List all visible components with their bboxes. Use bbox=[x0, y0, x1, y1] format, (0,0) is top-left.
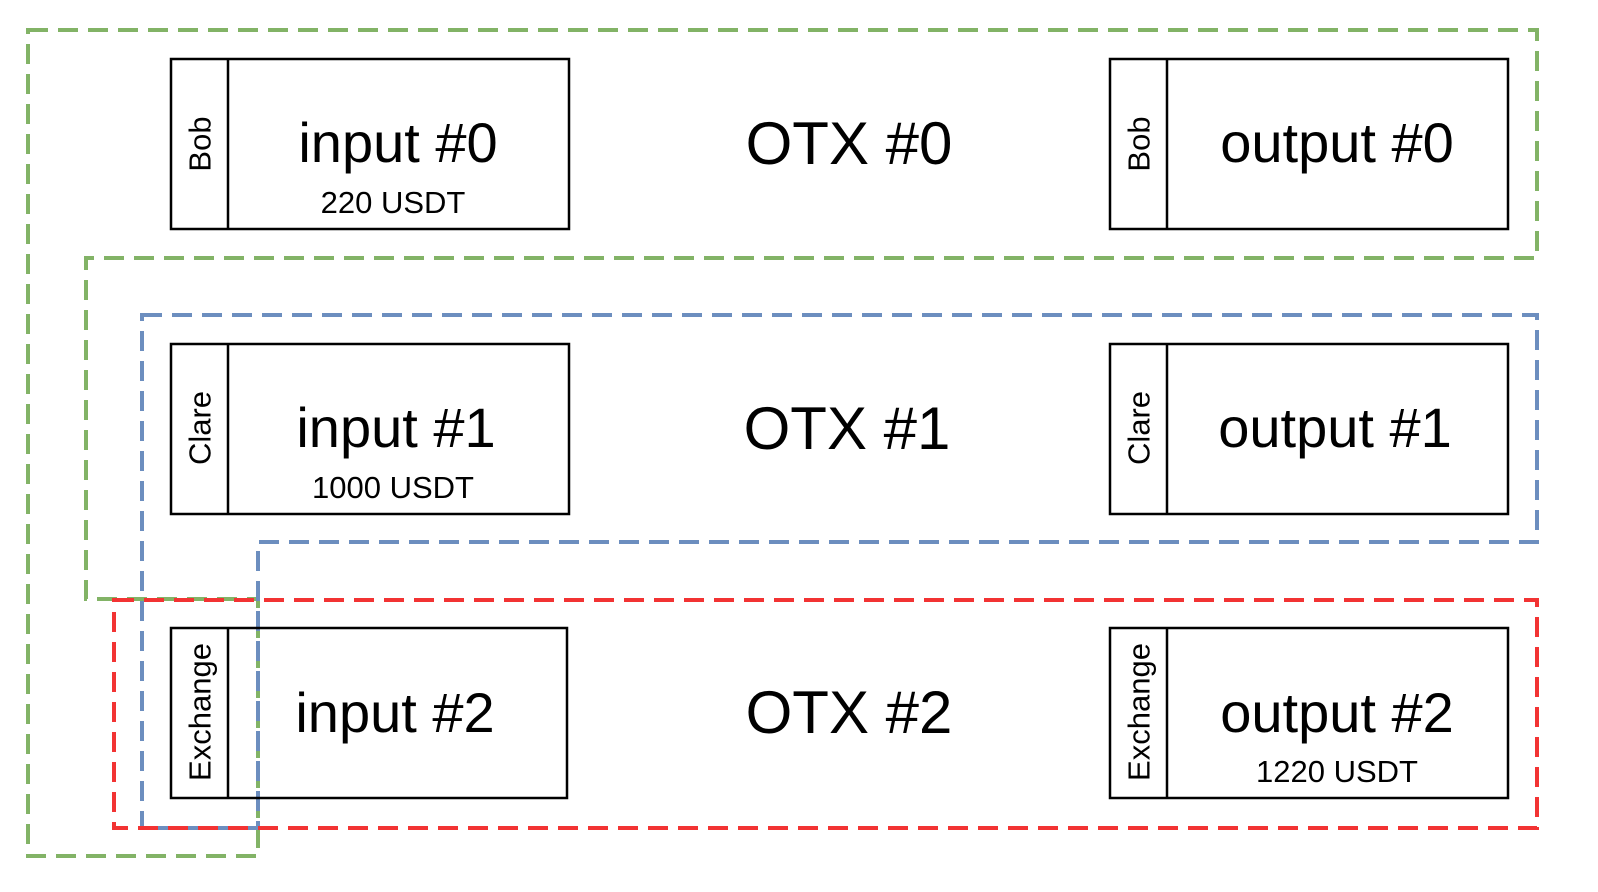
input-label: input #0 bbox=[298, 111, 497, 174]
output-owner-label: Clare bbox=[1122, 391, 1157, 465]
input-owner-label: Bob bbox=[183, 116, 218, 171]
output-owner-label: Bob bbox=[1122, 116, 1157, 171]
input-owner-label: Clare bbox=[183, 391, 218, 465]
otx-row-1: Clare input #1 1000 USDT OTX #1 Clare ou… bbox=[169, 342, 1510, 516]
otx-row-2: Exchange input #2 OTX #2 Exchange output… bbox=[169, 626, 1510, 800]
otx-row-0: Bob input #0 220 USDT OTX #0 Bob output … bbox=[169, 57, 1510, 231]
red-group-outline bbox=[112, 598, 1539, 830]
blue-group-outline bbox=[140, 313, 1539, 830]
input-box-2: Exchange input #2 bbox=[169, 626, 569, 800]
output-amount: 1220 USDT bbox=[1256, 754, 1418, 789]
otx-label: OTX #2 bbox=[746, 679, 953, 746]
otx-label: OTX #1 bbox=[744, 395, 951, 462]
output-box-2: Exchange output #2 1220 USDT bbox=[1108, 626, 1510, 800]
output-label: output #1 bbox=[1218, 396, 1452, 459]
input-box-0: Bob input #0 220 USDT bbox=[169, 57, 571, 231]
output-label: output #2 bbox=[1220, 681, 1454, 744]
input-label: input #1 bbox=[296, 396, 495, 459]
output-box-0: Bob output #0 bbox=[1108, 57, 1510, 231]
input-amount: 1000 USDT bbox=[312, 470, 474, 505]
output-box-1: Clare output #1 bbox=[1108, 342, 1510, 516]
input-box-1: Clare input #1 1000 USDT bbox=[169, 342, 571, 516]
output-owner-label: Exchange bbox=[1122, 643, 1157, 781]
green-group-outline bbox=[26, 28, 1539, 858]
input-owner-label: Exchange bbox=[183, 643, 218, 781]
input-label: input #2 bbox=[295, 681, 494, 744]
output-label: output #0 bbox=[1220, 111, 1454, 174]
input-amount: 220 USDT bbox=[321, 185, 466, 220]
otx-label: OTX #0 bbox=[746, 110, 953, 177]
